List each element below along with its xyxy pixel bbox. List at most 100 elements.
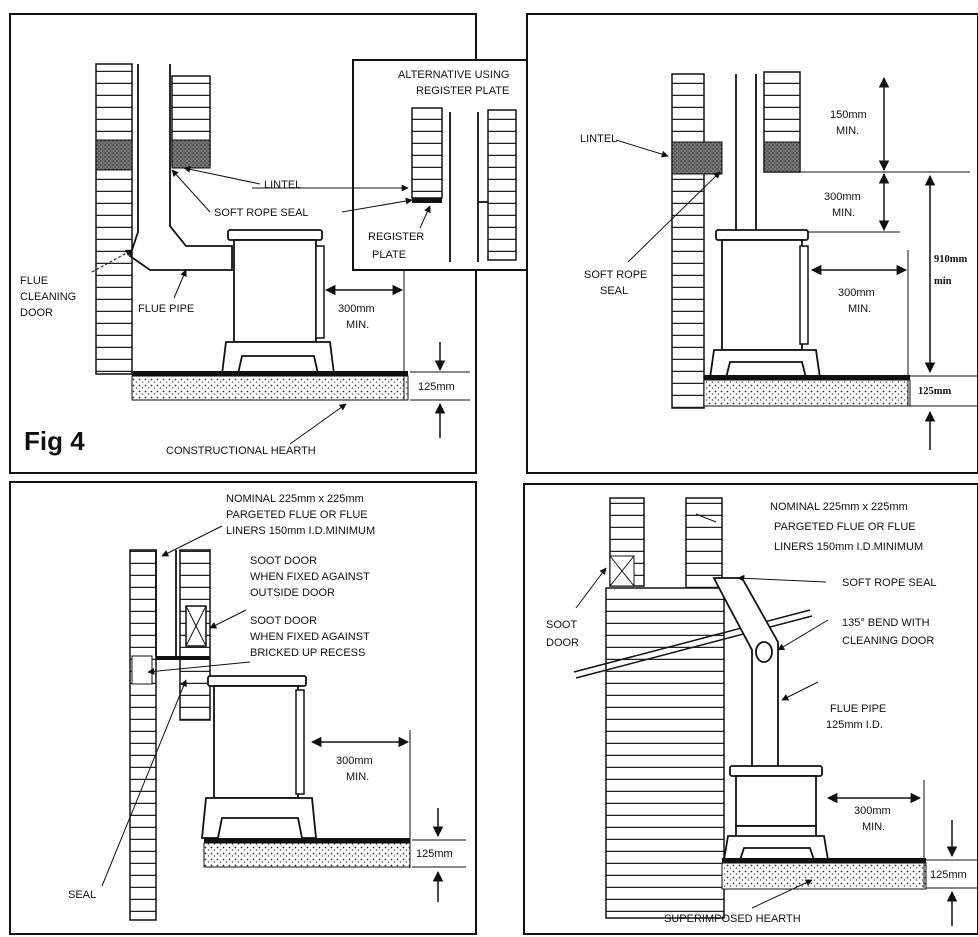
label-clearance: 300mm — [338, 303, 375, 315]
leader-line — [419, 205, 431, 229]
label-hearth-height: 125mm — [416, 848, 453, 860]
leader-line — [341, 197, 413, 213]
lintel-block — [95, 139, 133, 171]
label-soot-door: DOOR — [546, 637, 579, 649]
stove — [220, 229, 336, 375]
label-constructional-hearth: CONSTRUCTIONAL HEARTH — [166, 445, 316, 457]
label-hearth-height: 125mm — [930, 869, 967, 881]
leader-line — [751, 879, 813, 909]
label-flue-note: PARGETED FLUE OR FLUE — [774, 521, 916, 533]
label-soot-door-outside: SOOT DOOR — [250, 555, 317, 567]
chimney-left-wall — [671, 73, 705, 409]
label-clearance: 300mm — [336, 755, 373, 767]
lintel-block — [171, 139, 211, 169]
label-clearance: 300mm — [854, 805, 891, 817]
label-soft-rope-seal: SEAL — [600, 285, 628, 297]
stove — [708, 229, 822, 379]
roof-line — [575, 615, 813, 679]
label-soot-door-recess: SOOT DOOR — [250, 615, 317, 627]
label-flue-note: LINERS 150mm I.D.MINIMUM — [226, 525, 375, 537]
hearth-top-line — [722, 858, 926, 863]
label-seal: SEAL — [68, 889, 96, 901]
panel-bottom-left: NOMINAL 225mm x 225mm PARGETED FLUE OR F… — [9, 481, 477, 935]
cleaning-door — [755, 641, 773, 663]
hearth-top-line — [132, 371, 408, 376]
label-flue-cleaning-door: FLUE — [20, 275, 48, 287]
inset-brick-right — [487, 109, 517, 261]
chimney-left-wall — [129, 549, 157, 921]
hearth-stipple — [703, 379, 911, 407]
label-flue-note: NOMINAL 225mm x 225mm — [770, 501, 908, 513]
seal-bar — [156, 656, 210, 660]
label-lintel: LINTEL — [580, 133, 617, 145]
leader-line — [695, 513, 717, 523]
leader-line — [173, 269, 187, 299]
soot-door-cross — [609, 555, 635, 587]
label-overall-height: min — [934, 276, 952, 287]
label-flue-pipe: 125mm I.D. — [826, 719, 883, 731]
label-lintel: LINTEL — [264, 179, 301, 191]
chimney-left-wall — [95, 63, 133, 375]
lintel-block — [763, 141, 801, 173]
fig-label: Fig 4 — [24, 426, 85, 456]
leader-line — [737, 574, 827, 583]
inset-brick-left — [411, 107, 443, 199]
label-lintel-clearance: MIN. — [832, 207, 855, 219]
label-flue-cleaning-door: DOOR — [20, 307, 53, 319]
panel-top-right: LINTEL 150mm MIN. 300mm MIN. 910mm min S… — [526, 13, 978, 474]
label-soot-door-recess: WHEN FIXED AGAINST — [250, 631, 370, 643]
label-flue-note: LINERS 150mm I.D.MINIMUM — [774, 541, 923, 553]
label-soft-rope-seal: SOFT ROPE SEAL — [214, 207, 309, 219]
label-clearance: MIN. — [346, 319, 369, 331]
inset-title: REGISTER PLATE — [416, 85, 509, 97]
label-hearth-height: 125mm — [418, 381, 455, 393]
inset-title: ALTERNATIVE USING — [398, 69, 509, 81]
label-top-clearance: 150mm — [830, 109, 867, 121]
label-soft-rope-seal: SOFT ROPE — [584, 269, 647, 281]
label-clearance: 300mm — [838, 287, 875, 299]
label-register-plate: PLATE — [372, 249, 406, 261]
leader-line — [147, 661, 251, 675]
leader-line — [171, 169, 211, 213]
panel-bottom-right: NOMINAL 225mm x 225mm PARGETED FLUE OR F… — [523, 483, 978, 935]
label-clearance: MIN. — [862, 821, 885, 833]
label-hearth-height: 125mm — [918, 386, 951, 397]
label-clearance: MIN. — [848, 303, 871, 315]
label-bend: 135° BEND WITH — [842, 617, 930, 629]
leader-line — [91, 249, 133, 273]
leader-line — [627, 171, 721, 263]
chimney-right-wall — [685, 497, 723, 589]
label-soot-door: SOOT — [546, 619, 577, 631]
leader-line — [781, 681, 819, 701]
label-superimposed-hearth: SUPERIMPOSED HEARTH — [664, 913, 801, 925]
leader-line — [289, 403, 347, 445]
label-flue-note: PARGETED FLUE OR FLUE — [226, 509, 368, 521]
hearth-stipple — [721, 862, 927, 890]
leader-line — [575, 567, 607, 609]
label-register-plate: REGISTER — [368, 231, 424, 243]
label-soot-door-recess: BRICKED UP RECESS — [250, 647, 365, 659]
label-soft-rope-seal: SOFT ROPE SEAL — [842, 577, 937, 589]
label-flue-cleaning-door: CLEANING — [20, 291, 76, 303]
soot-door-cross — [185, 605, 207, 647]
leader-line — [777, 619, 829, 651]
inset-register-plate: ALTERNATIVE USING REGISTER PLATE REGISTE… — [252, 59, 557, 271]
hearth-stipple — [203, 842, 411, 868]
label-bend: CLEANING DOOR — [842, 635, 934, 647]
label-soot-door-outside: WHEN FIXED AGAINST — [250, 571, 370, 583]
label-lintel-clearance: 300mm — [824, 191, 861, 203]
leader-line — [101, 679, 187, 887]
label-clearance: MIN. — [346, 771, 369, 783]
lintel-block — [671, 141, 723, 175]
label-flue-note: NOMINAL 225mm x 225mm — [226, 493, 364, 505]
leader-line — [161, 525, 223, 557]
roof-line — [573, 609, 811, 673]
label-top-clearance: MIN. — [836, 125, 859, 137]
label-flue-pipe: FLUE PIPE — [138, 303, 194, 315]
leader-line — [209, 609, 247, 629]
label-soot-door-outside: OUTSIDE DOOR — [250, 587, 335, 599]
leader-line — [183, 165, 261, 185]
hearth-top-line — [704, 375, 910, 380]
label-overall-height: 910mm — [934, 254, 967, 265]
